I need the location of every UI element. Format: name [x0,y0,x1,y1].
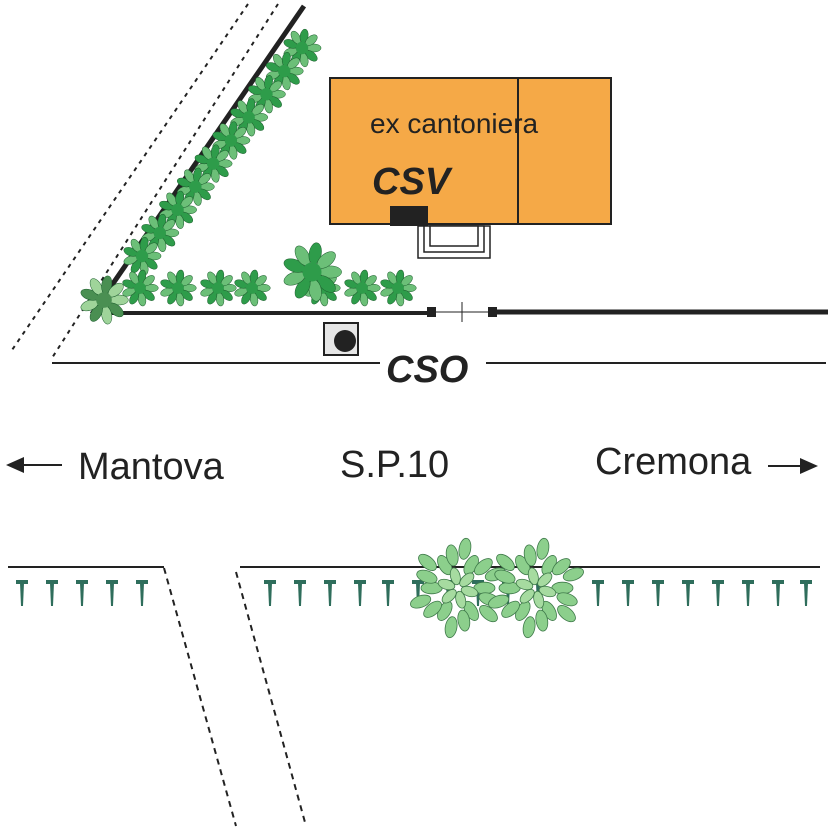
hedge-bushes [80,28,417,325]
bush [122,269,159,307]
bush [160,269,197,307]
side-road-edge-left [163,567,237,827]
cso-marker-icon [323,322,359,356]
bush [123,236,162,276]
hedge-shrub [592,580,604,606]
building-ex-cantoniera [329,77,612,225]
hedge-shrub [652,580,664,606]
hedge-shrub [324,580,336,606]
bush [159,190,197,229]
east-destination-label: Cremona [595,441,752,483]
dotted-boundary-inner [51,3,279,359]
hedge-shrub [800,580,812,606]
hedge-shrub [354,580,366,606]
building-label: ex cantoniera [370,108,539,139]
bush [248,75,286,114]
csv-marker-icon [390,206,428,226]
side-road-edge-right [235,571,307,827]
hedge-shrub [46,580,58,606]
bush [200,269,237,307]
cso-label: CSO [386,349,468,391]
hedge-shrub [772,580,784,606]
gate-post-left [427,307,436,317]
large-bush [283,242,342,302]
hedge-shrub [382,580,394,606]
hedge-shrub [294,580,306,606]
hedge-shrub [76,580,88,606]
hedge-shrub [264,580,276,606]
bush [141,213,180,252]
hedge-shrub [712,580,724,606]
corner-bush [80,275,129,325]
hedge-shrub [742,580,754,606]
hedge-shrub [622,580,634,606]
bush [380,269,417,307]
roadside-trees [410,537,584,639]
hedge-shrub [16,580,28,606]
dotted-boundary-outer [11,3,249,351]
tree [488,537,584,639]
csv-label: CSV [372,161,453,203]
bush [212,121,251,160]
bush [344,269,381,307]
bush [194,144,233,183]
hedge-shrub [106,580,118,606]
hedge-shrub [136,580,148,606]
bush [177,167,215,206]
bush [234,269,271,307]
west-destination-label: Mantova [78,446,225,488]
arrow-left-icon [6,457,62,473]
gate-post-right [488,307,497,317]
tree [410,537,506,639]
entrance-steps [417,225,491,259]
hedge-shrub [682,580,694,606]
road-name-label: S.P.10 [340,444,449,486]
arrow-right-icon [768,458,818,474]
